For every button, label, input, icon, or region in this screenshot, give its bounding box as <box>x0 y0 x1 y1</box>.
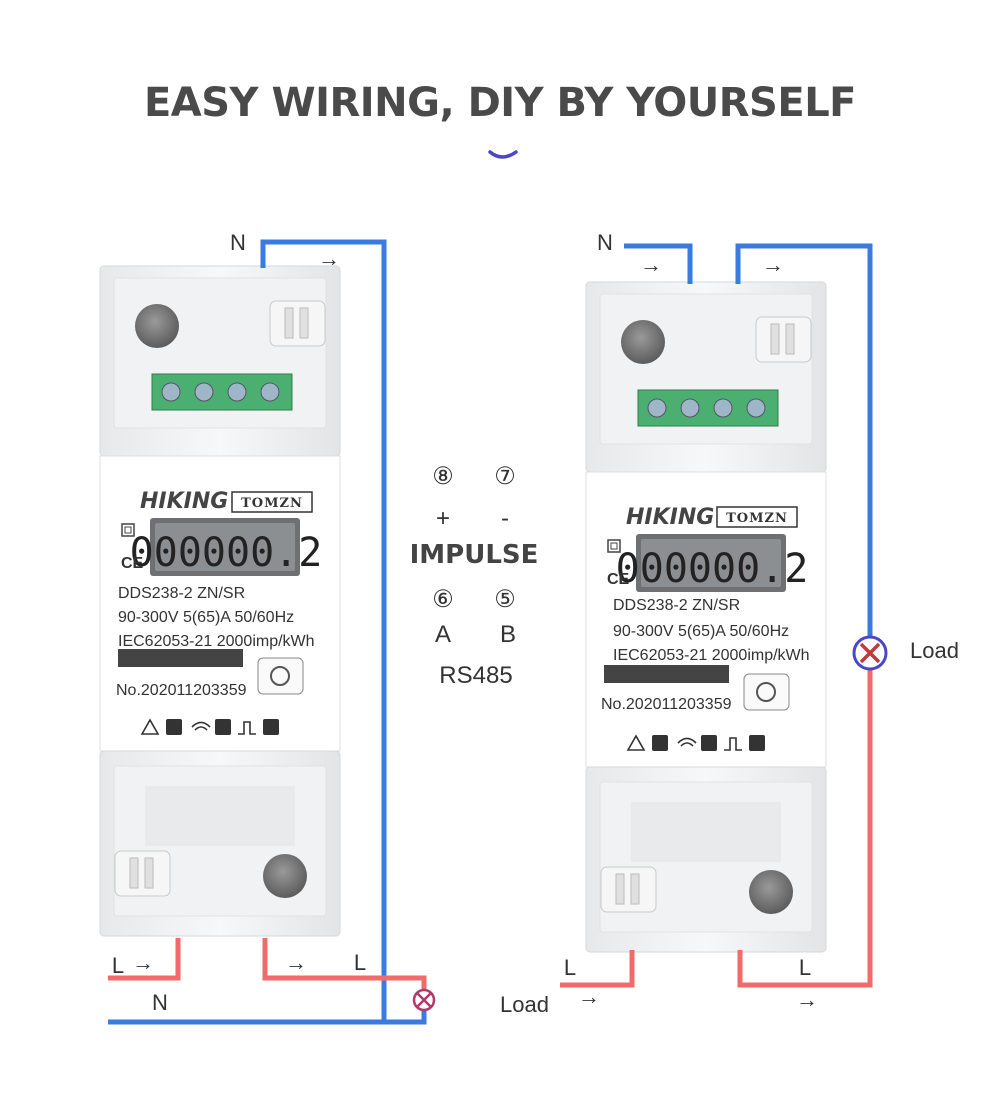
left-wiring <box>108 239 436 1025</box>
left-l-in-label: L <box>112 953 124 978</box>
ce-mark: CE <box>607 571 630 588</box>
meter-lcd-display: 000000.2 <box>616 546 809 592</box>
meter-lcd-display: 000000.2 <box>130 530 323 576</box>
rs485-b-label: B <box>500 621 516 648</box>
left-n-top-label: N <box>230 230 246 255</box>
right-wiring <box>560 243 888 988</box>
right-load-arrow: → <box>578 984 600 1009</box>
meter-brand: HIKING <box>626 505 714 530</box>
left-meter: HIKING TOMZN 000000.2 CE DDS238-2 ZN/SR … <box>99 265 341 937</box>
left-n-top-arrow: → <box>318 246 340 271</box>
meter-serial: No.202011203359 <box>116 682 247 699</box>
right-load-side-label: Load <box>910 638 959 663</box>
meter-model: DDS238-2 ZN/SR <box>118 585 245 602</box>
pin-8-label: ⑧ <box>432 463 454 490</box>
meter-sub-brand: TOMZN <box>726 511 788 526</box>
left-l-in-arrow: → <box>132 950 154 975</box>
meter-spec-voltage: 90-300V 5(65)A 50/60Hz <box>118 609 294 626</box>
page-title: EASY WIRING, DIY BY YOURSELF <box>143 80 857 126</box>
pin-7-label: ⑦ <box>494 463 516 490</box>
impulse-minus-label: - <box>501 505 509 532</box>
right-meter: HIKING TOMZN 000000.2 CE DDS238-2 ZN/SR … <box>585 281 827 953</box>
meter-brand: HIKING <box>140 489 228 514</box>
right-l-out-label: L <box>799 955 811 980</box>
impulse-plus-label: + <box>436 505 450 532</box>
meter-model: DDS238-2 ZN/SR <box>613 597 740 614</box>
left-l-out-label: L <box>354 950 366 975</box>
pin-5-label: ⑤ <box>494 586 516 613</box>
meter-serial: No.202011203359 <box>601 696 732 713</box>
right-n-arrow: → <box>640 252 662 277</box>
meter-spec-standard: IEC62053-21 2000imp/kWh <box>118 633 315 650</box>
right-return-arrow: → <box>796 987 818 1012</box>
pin-6-label: ⑥ <box>432 586 454 613</box>
right-line-arrow: → <box>762 252 784 277</box>
right-l-in-label: L <box>564 955 576 980</box>
meter-sub-brand: TOMZN <box>241 496 303 511</box>
right-load-bottom-label: Load <box>500 992 549 1017</box>
left-l-out-arrow: → <box>285 950 307 975</box>
title-accent <box>488 150 518 159</box>
meter-spec-standard: IEC62053-21 2000imp/kWh <box>613 647 810 664</box>
right-n-top-label: N <box>597 230 613 255</box>
rs485-label: RS485 <box>439 662 512 689</box>
ce-mark: CE <box>121 555 144 572</box>
left-n-bottom-label: N <box>152 990 168 1015</box>
terminal-legend: ⑧ ⑦ + - IMPULSE ⑥ ⑤ A B RS485 <box>410 463 539 689</box>
rs485-a-label: A <box>435 621 451 648</box>
impulse-label: IMPULSE <box>410 540 539 570</box>
meter-spec-voltage: 90-300V 5(65)A 50/60Hz <box>613 623 789 640</box>
